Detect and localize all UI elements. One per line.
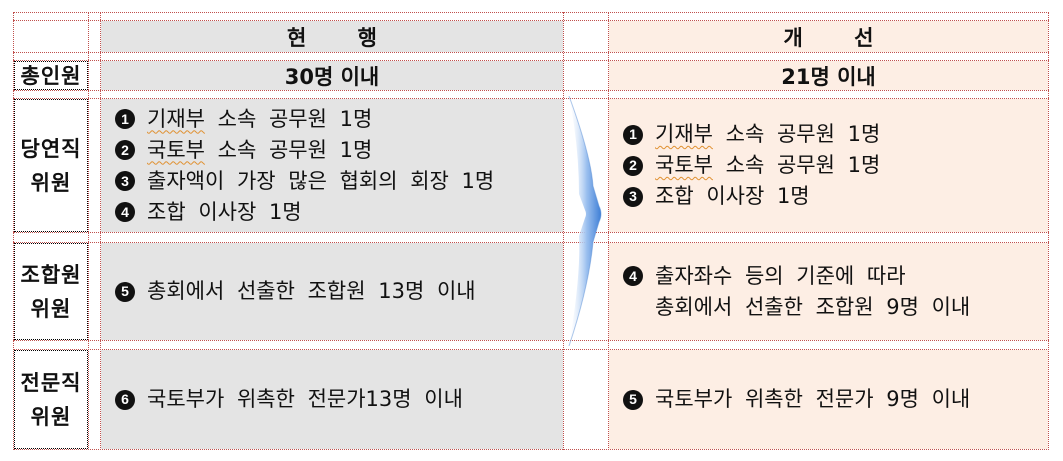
list-item: 3 조합 이사장 1명 [623,181,1048,212]
row-label-union: 조합원 위원 [14,243,88,340]
item-text: 소속 공무원 1명 [712,153,881,177]
circled-number-icon: 4 [115,202,135,222]
spellcheck-word: 국토부 [147,137,205,162]
item-text: 소속 공무원 1명 [204,137,373,162]
item-text: 국토부가 위촉한 전문가 9명 이내 [655,387,971,411]
spellcheck-word: 기재부 [655,122,713,146]
grid-line [13,242,1049,243]
item-text: 출자좌수 등의 기준에 따라 [655,263,906,288]
grid-line [13,20,1049,21]
spellcheck-word: 기재부 [147,106,205,131]
header-current: 현 행 [101,21,563,52]
item-text: 소속 공무원 1명 [204,106,373,131]
total-current-value: 30명 이내 [284,64,380,89]
row-label-text: 전문직 [20,370,82,395]
list-item: 2 국토부 소속 공무원 1명 [115,135,563,166]
item-text: 조합 이사장 1명 [147,199,302,224]
right-chevron-arrow-icon [568,96,602,346]
row-label-total: 총인원 [14,61,88,90]
list-item: 1 기재부 소속 공무원 1명 [623,119,1048,150]
circled-number-icon: 4 [623,266,643,286]
total-current: 30명 이내 [101,61,563,90]
total-improved: 21명 이내 [609,61,1048,90]
union-improved: 4 출자좌수 등의 기준에 따라 총회에서 선출한 조합원 9명 이내 [609,243,1048,340]
header-improved: 개 선 [609,21,1048,52]
row-label-text: 위원 [30,296,72,321]
expert-current: 6 국토부가 위촉한 전문가13명 이내 [101,350,563,449]
row-label-text: 당연직 [20,136,82,161]
circled-number-icon: 5 [623,389,643,410]
header-improved-label: 개 선 [783,25,896,50]
grid-line [13,232,1049,233]
row-label-text: 조합원 [20,262,82,287]
item-text: 소속 공무원 1명 [712,122,881,146]
item-text: 조합 이사장 1명 [655,184,810,208]
grid-line [88,12,89,450]
row-label-expert: 전문직 위원 [14,350,88,449]
circled-number-icon: 5 [115,281,135,302]
grid-line [13,90,1049,91]
grid-line [13,98,1049,99]
circled-number-icon: 2 [623,155,643,176]
grid-line [608,12,609,450]
ex-officio-current: 1 기재부 소속 공무원 1명 2 국토부 소속 공무원 1명 3 출자액이 가… [101,99,563,232]
list-item: 2 국토부 소속 공무원 1명 [623,150,1048,181]
circled-number-icon: 3 [623,186,643,207]
total-improved-value: 21명 이내 [781,64,876,89]
grid-line [13,12,1049,13]
grid-line [13,52,1049,53]
grid-line [13,449,1049,450]
list-item: 5 국토부가 위촉한 전문가 9명 이내 [623,384,1048,415]
spellcheck-word: 국토부 [655,153,713,177]
list-item: 4 조합 이사장 1명 [115,197,563,228]
grid-line [100,12,101,450]
row-label-text: 위원 [30,170,72,195]
grid-line [563,12,564,450]
circled-number-icon: 3 [115,171,135,191]
grid-line [13,60,1049,61]
list-item: 3 출자액이 가장 많은 협회의 회장 1명 [115,166,563,197]
header-current-label: 현 행 [287,25,399,50]
list-item: 4 출자좌수 등의 기준에 따라 [623,261,1048,292]
item-text: 총회에서 선출한 조합원 13명 이내 [147,279,476,303]
grid-line [1048,12,1049,450]
grid-line [13,340,1049,341]
grid-line [13,349,1049,350]
circled-number-icon: 1 [115,109,135,129]
list-item: 1 기재부 소속 공무원 1명 [115,104,563,135]
union-current: 5 총회에서 선출한 조합원 13명 이내 [101,243,563,340]
item-text: 출자액이 가장 많은 협회의 회장 1명 [147,168,495,193]
row-label-text: 총인원 [20,63,82,88]
row-label-ex-officio: 당연직 위원 [14,99,88,232]
grid-line [13,12,14,450]
list-item: 5 총회에서 선출한 조합원 13명 이내 [115,276,563,307]
circled-number-icon: 1 [623,124,643,145]
ex-officio-improved: 1 기재부 소속 공무원 1명 2 국토부 소속 공무원 1명 3 조합 이사장… [609,99,1048,232]
list-item: 6 국토부가 위촉한 전문가13명 이내 [115,384,563,415]
item-text-continuation: 총회에서 선출한 조합원 9명 이내 [655,294,971,319]
row-label-text: 위원 [30,404,72,429]
circled-number-icon: 6 [115,389,135,410]
expert-improved: 5 국토부가 위촉한 전문가 9명 이내 [609,350,1048,449]
item-text: 국토부가 위촉한 전문가13명 이내 [147,387,463,411]
circled-number-icon: 2 [115,140,135,160]
